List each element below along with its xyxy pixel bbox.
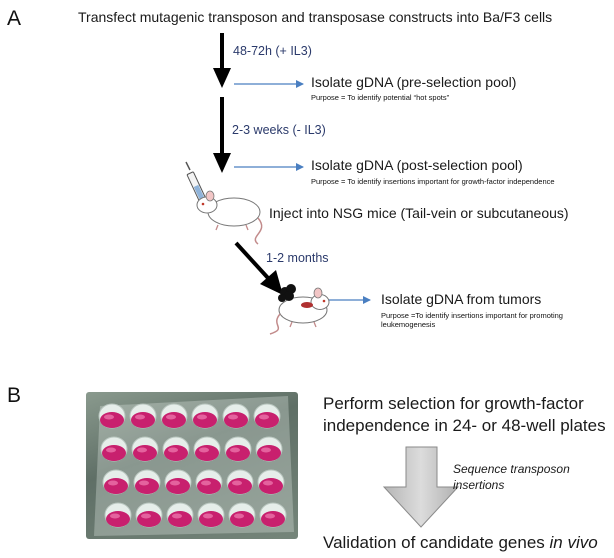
- selection-line-1: Perform selection for growth-factor: [323, 394, 584, 413]
- tumor-icon: [278, 284, 296, 302]
- well-highlight: [104, 414, 114, 420]
- large-down-arrow: [382, 446, 460, 528]
- well-plate-photo: [86, 392, 298, 539]
- panel-a-label: A: [7, 7, 22, 30]
- well-plate-drawing: [94, 396, 294, 536]
- sequence-line-2: insertions: [453, 478, 505, 492]
- time-label-3: 1-2 months: [266, 251, 329, 265]
- well-medium: [226, 445, 250, 461]
- sequence-line-1: Sequence transposon: [453, 462, 570, 476]
- well-highlight: [228, 414, 238, 420]
- well-highlight: [201, 480, 211, 486]
- well-medium: [166, 478, 190, 494]
- well-highlight: [199, 447, 209, 453]
- validation-line: Validation of candidate genes in vivo: [323, 532, 598, 554]
- arrow-down-2: [213, 97, 231, 173]
- step-1-label: Isolate gDNA (pre-selection pool): [311, 74, 517, 90]
- well-highlight: [197, 414, 207, 420]
- well-medium: [131, 412, 155, 428]
- purpose-4-line1: Purpose =To identify insertions importan…: [381, 311, 563, 320]
- well-highlight: [232, 480, 242, 486]
- step-2-label: Isolate gDNA (post-selection pool): [311, 157, 523, 173]
- time-label-1: 48-72h (+ IL3): [233, 44, 312, 58]
- well-highlight: [261, 447, 271, 453]
- well-medium: [228, 478, 252, 494]
- well-highlight: [139, 480, 149, 486]
- well-highlight: [259, 414, 269, 420]
- well-highlight: [110, 513, 120, 519]
- well-medium: [100, 412, 124, 428]
- well-medium: [257, 445, 281, 461]
- well-medium: [197, 478, 221, 494]
- well-medium: [261, 511, 285, 527]
- well-medium: [230, 511, 254, 527]
- well-medium: [259, 478, 283, 494]
- tumor-mouse-icon: [269, 284, 330, 335]
- well-medium: [193, 412, 217, 428]
- well-highlight: [172, 513, 182, 519]
- well-medium: [133, 445, 157, 461]
- well-medium: [106, 511, 130, 527]
- selection-line-2: independence in 24- or 48-well plates: [323, 416, 606, 435]
- well-highlight: [203, 513, 213, 519]
- purpose-2: Purpose = To identify insertions importa…: [311, 177, 555, 186]
- well-highlight: [135, 414, 145, 420]
- purpose-1: Purpose = To identify potential “hot spo…: [311, 93, 450, 102]
- purpose-4-line2: leukemogenesis: [381, 320, 436, 329]
- arrow-diagonal-3: [234, 241, 283, 295]
- well-highlight: [166, 414, 176, 420]
- well-medium: [104, 478, 128, 494]
- well-highlight: [263, 480, 273, 486]
- well-highlight: [168, 447, 178, 453]
- well-highlight: [141, 513, 151, 519]
- validation-italic-text: in vivo: [549, 533, 598, 552]
- well-medium: [164, 445, 188, 461]
- step-4-label: Isolate gDNA from tumors: [381, 291, 542, 307]
- arrow-down-1: [213, 33, 231, 88]
- well-medium: [102, 445, 126, 461]
- well-medium: [224, 412, 248, 428]
- header-step: Transfect mutagenic transposon and trans…: [78, 9, 553, 25]
- validation-text: Validation of candidate genes: [323, 533, 550, 552]
- well-medium: [168, 511, 192, 527]
- well-highlight: [170, 480, 180, 486]
- well-medium: [162, 412, 186, 428]
- panel-b-label: B: [7, 384, 22, 407]
- well-medium: [137, 511, 161, 527]
- well-highlight: [265, 513, 275, 519]
- well-highlight: [234, 513, 244, 519]
- mouse-icon: [196, 190, 263, 245]
- well-highlight: [230, 447, 240, 453]
- step-3-label: Inject into NSG mice (Tail-vein or subcu…: [269, 205, 569, 221]
- well-medium: [195, 445, 219, 461]
- well-medium: [255, 412, 279, 428]
- well-medium: [135, 478, 159, 494]
- well-highlight: [106, 447, 116, 453]
- well-medium: [199, 511, 223, 527]
- time-label-2: 2-3 weeks (- IL3): [232, 123, 326, 137]
- well-highlight: [108, 480, 118, 486]
- well-highlight: [137, 447, 147, 453]
